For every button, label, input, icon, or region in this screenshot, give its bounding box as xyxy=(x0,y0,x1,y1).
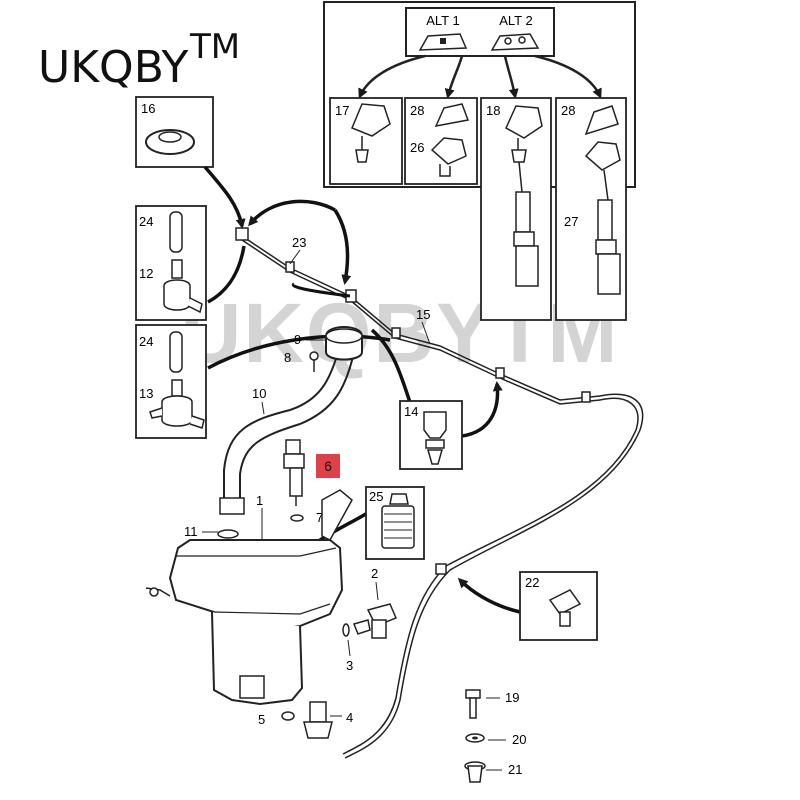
label-14: 14 xyxy=(404,404,418,419)
label-28b: 28 xyxy=(561,103,575,118)
arrow-14-a xyxy=(370,328,412,403)
label-3: 3 xyxy=(346,658,353,673)
arrow-16-to-nozzle xyxy=(203,165,246,229)
label-27: 27 xyxy=(564,214,578,229)
label-25: 25 xyxy=(369,489,383,504)
clip-22-icon xyxy=(548,589,582,627)
clip-14-icon xyxy=(423,411,447,465)
arrow-12-link xyxy=(207,245,246,304)
arrow-alt2-to-18 xyxy=(503,55,519,99)
washer-pump-2-icon xyxy=(352,603,397,639)
level-sensor-6-icon xyxy=(283,439,305,506)
label-28a: 28 xyxy=(410,103,424,118)
highlight-badge-6 xyxy=(316,454,340,478)
bolt-19-icon xyxy=(465,689,481,719)
grommet-16-icon xyxy=(145,129,195,155)
seal-5-icon xyxy=(281,711,295,721)
label-24a: 24 xyxy=(139,214,153,229)
label-22: 22 xyxy=(525,575,539,590)
arrow-alt1-to-17 xyxy=(358,54,426,99)
label-16: 16 xyxy=(141,101,155,116)
alt2-nozzle-icon xyxy=(490,33,540,51)
arrow-alt1-to-26 xyxy=(444,55,464,99)
alt-nozzle-panel: ALT 1 ALT 2 17 28 26 xyxy=(323,1,636,321)
label-2: 2 xyxy=(371,566,378,581)
label-18: 18 xyxy=(486,103,500,118)
hose-23-15 xyxy=(235,227,644,759)
washer-reservoir-1-icon xyxy=(145,529,344,706)
hose-24a-icon xyxy=(169,211,183,253)
hose-24b-icon xyxy=(169,331,183,373)
pump-4-icon xyxy=(303,701,333,739)
arrow-13-link xyxy=(207,334,391,370)
label-9: 9 xyxy=(294,332,301,347)
label-12: 12 xyxy=(139,266,153,281)
label-21: 21 xyxy=(508,762,522,777)
arrow-to-left-nozzle xyxy=(248,199,336,227)
nozzle-cover-28a-icon xyxy=(434,103,470,128)
label-17: 17 xyxy=(335,103,349,118)
alt1-nozzle-icon xyxy=(418,33,468,51)
label-7: 7 xyxy=(316,510,323,525)
arrow-23-clip xyxy=(291,282,351,298)
label-13: 13 xyxy=(139,386,153,401)
check-valve-13-icon xyxy=(149,379,205,429)
part-box-22 xyxy=(519,571,598,641)
label-24b: 24 xyxy=(139,334,153,349)
label-23: 23 xyxy=(292,235,306,250)
seal-3-icon xyxy=(342,623,350,637)
label-11: 11 xyxy=(184,524,198,539)
label-20: 20 xyxy=(512,732,526,747)
label-1: 1 xyxy=(256,493,263,508)
alt2-label: ALT 2 xyxy=(499,13,532,28)
washer-20-icon xyxy=(465,733,485,743)
arrow-alt2-to-27 xyxy=(534,54,602,99)
filter-25-icon xyxy=(381,493,415,549)
heated-nozzle-27-icon xyxy=(584,141,621,295)
label-10: 10 xyxy=(252,386,266,401)
label-15: 15 xyxy=(416,307,430,322)
label-19: 19 xyxy=(505,690,519,705)
alt1-label: ALT 1 xyxy=(426,13,459,28)
label-8: 8 xyxy=(284,350,291,365)
brand-trademark: TM xyxy=(189,27,240,67)
filler-neck-10-icon xyxy=(219,326,363,515)
check-valve-12-icon xyxy=(163,259,203,314)
seal-7-icon xyxy=(290,514,304,522)
label-4: 4 xyxy=(346,710,353,725)
heated-nozzle-18-icon xyxy=(505,105,543,287)
bracket-icon xyxy=(321,489,353,541)
screw-8-icon xyxy=(309,351,319,372)
nozzle-cover-28b-icon xyxy=(584,105,619,136)
label-26: 26 xyxy=(410,140,424,155)
arrow-to-right-nozzle xyxy=(333,209,352,285)
brand-logo: UKQBY xyxy=(38,42,188,93)
nozzle-26-icon xyxy=(430,137,467,177)
arrow-22 xyxy=(457,577,521,614)
clip-nut-21-icon xyxy=(464,761,486,783)
nozzle-17-icon xyxy=(351,103,391,163)
arrow-14-b xyxy=(461,381,503,438)
label-5: 5 xyxy=(258,712,265,727)
label-6: 6 xyxy=(324,458,332,474)
